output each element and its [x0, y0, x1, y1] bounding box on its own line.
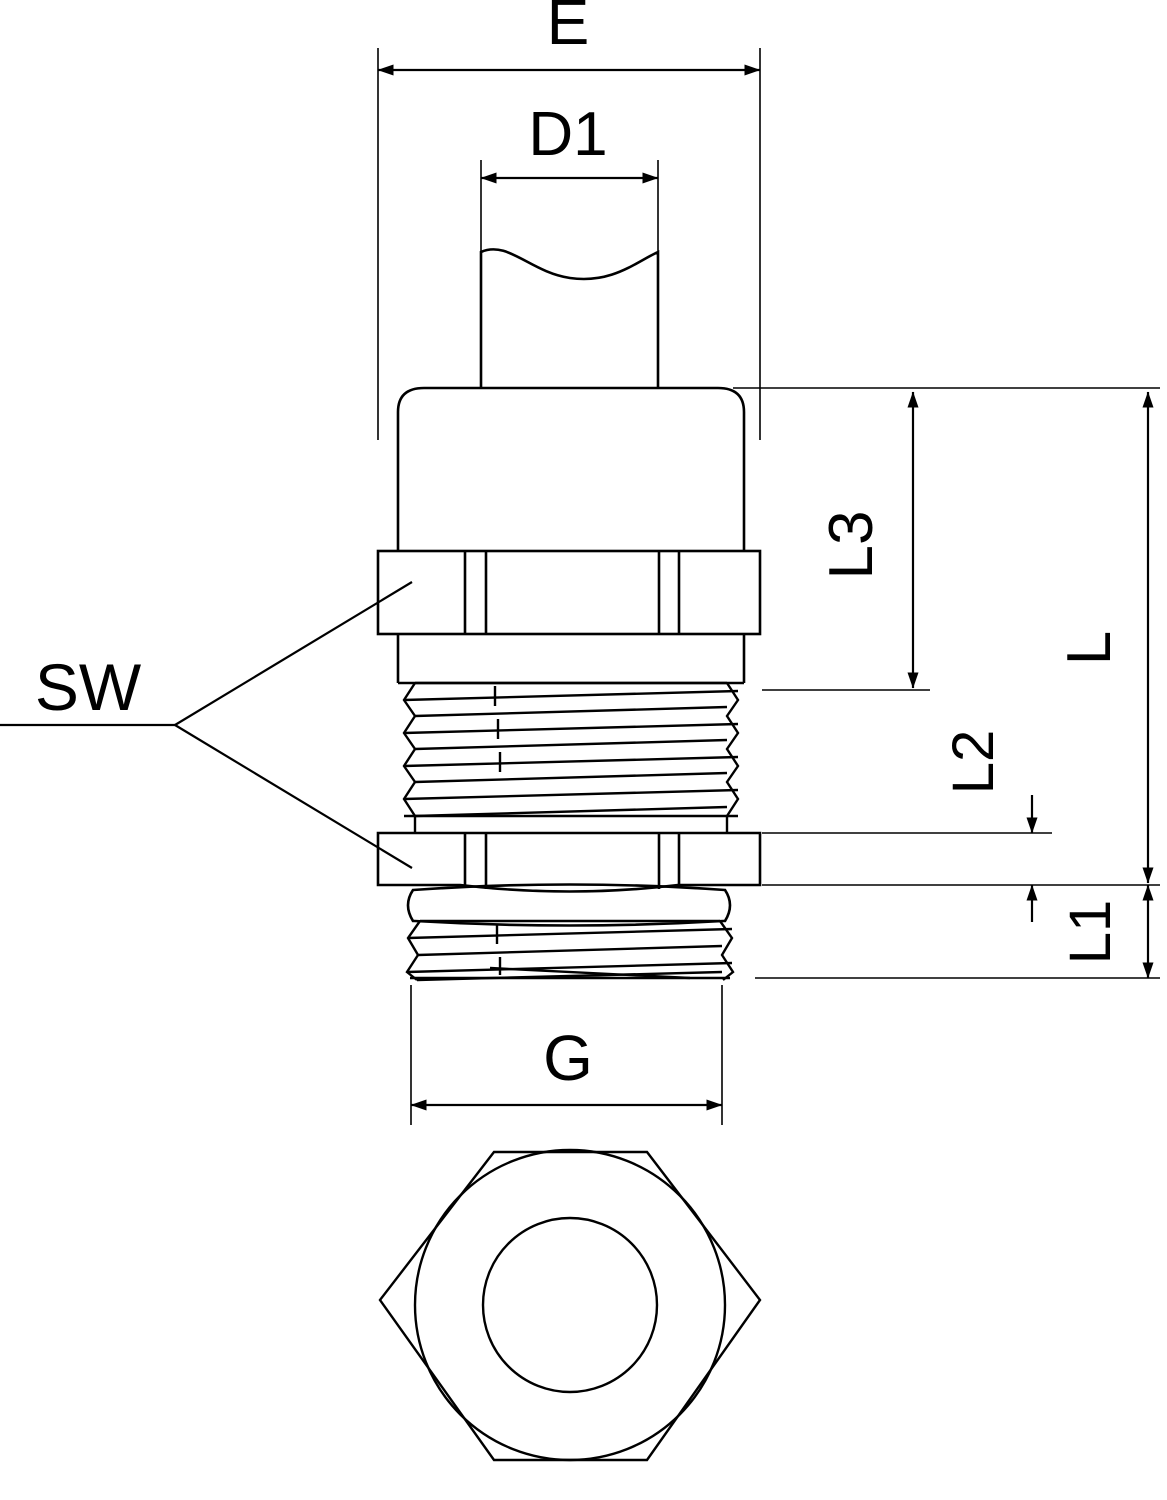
- sw-leader-group: [0, 581, 413, 869]
- end-view-hexagon: [378, 1150, 762, 1462]
- dim-label-e: E: [547, 0, 590, 58]
- bottom-end-view: [378, 1148, 762, 1462]
- dim-label-sw: SW: [35, 650, 142, 724]
- lower-collar-outline: [406, 883, 732, 927]
- upper-thread-group: [402, 681, 740, 818]
- upper-thread-root-4: [414, 805, 728, 818]
- upper-thread-crest-1: [403, 689, 739, 702]
- dim-label-l2: L2: [941, 730, 1006, 795]
- upper-thread-root-2: [414, 738, 728, 751]
- upper-thread-root-1: [414, 705, 728, 718]
- lower-thread-root-1: [417, 944, 723, 957]
- lower-thread-crest-2: [406, 961, 733, 974]
- end-view-bore-circle: [481, 1216, 659, 1394]
- lower-hex-nut-group: [376, 831, 762, 893]
- lower-thread-crest-1: [407, 927, 733, 940]
- lower-collar-group: [406, 883, 732, 927]
- dim-label-g: G: [543, 1022, 593, 1094]
- dim-label-l: L: [1055, 631, 1124, 665]
- dome-cap-outline: [396, 386, 746, 551]
- lower-thread-right-flank: [719, 920, 735, 981]
- upper-thread-root-3: [414, 771, 728, 784]
- dim-label-d1: D1: [528, 100, 607, 169]
- mid-shank-group: [413, 816, 729, 833]
- dimension-labels-group: E D1 SW L3 L L2 L1 G: [35, 0, 1124, 1094]
- upper-hex-nut-body: [376, 549, 762, 636]
- lower-thread-helix-hint: [489, 966, 691, 980]
- upper-thread-crest-2: [403, 722, 739, 735]
- dimension-lines-group: [377, 64, 1154, 1111]
- upper-thread-crest-3: [403, 755, 739, 768]
- dim-label-l3: L3: [817, 511, 886, 580]
- cable-stub-outline: [479, 248, 660, 387]
- sw-leader-to-upper-nut: [174, 581, 413, 726]
- sw-leader-to-lower-nut: [174, 724, 413, 869]
- upper-thread-crest-4: [403, 788, 739, 801]
- end-view-thread-circle: [413, 1148, 727, 1462]
- lower-thread-group: [405, 919, 735, 982]
- upper-thread-right-flank: [725, 682, 740, 817]
- dim-label-l1: L1: [1058, 900, 1123, 965]
